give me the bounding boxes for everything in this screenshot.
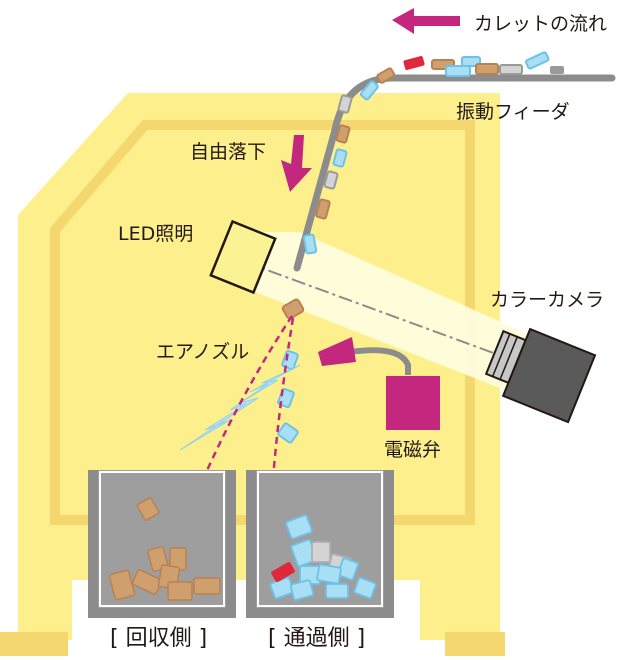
air-nozzle xyxy=(318,337,411,375)
free-fall-arrow xyxy=(281,135,312,192)
pass-side-label: [ 通過側 ] xyxy=(268,626,365,651)
solenoid-valve xyxy=(386,376,440,430)
light-beam xyxy=(250,232,530,392)
air-jet xyxy=(179,364,301,451)
vibrating-feeder-label: 振動フィーダ xyxy=(456,101,570,123)
recovery-side-label: [ 回収側 ] xyxy=(110,626,207,651)
color-camera xyxy=(484,327,597,424)
cullet-stream xyxy=(277,51,564,444)
recovery-bin xyxy=(88,470,236,618)
color-camera-label: カラーカメラ xyxy=(490,289,604,311)
air-nozzle-label: エアノズル xyxy=(156,341,249,363)
optical-axis xyxy=(244,261,541,371)
trajectory-recovery xyxy=(179,315,294,532)
flow-arrow xyxy=(392,8,460,34)
led-light xyxy=(209,219,277,295)
led-light-label: LED照明 xyxy=(118,223,193,245)
solenoid-valve-label: 電磁弁 xyxy=(384,439,441,461)
pass-bin xyxy=(246,470,394,618)
free-fall-label: 自由落下 xyxy=(190,141,266,163)
cullet-flow-label: カレットの流れ xyxy=(474,13,607,35)
